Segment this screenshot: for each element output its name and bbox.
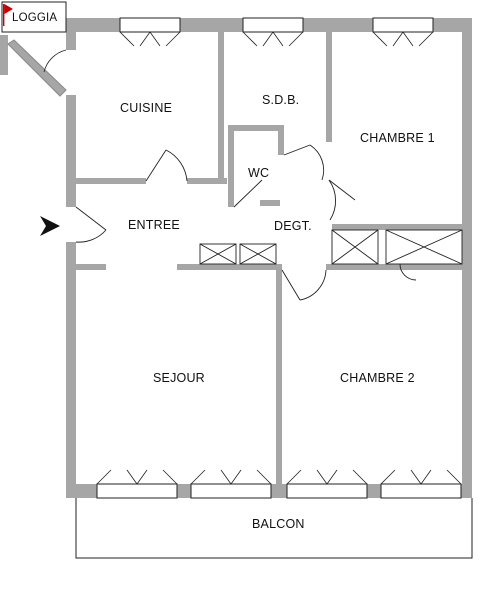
room-label-sdb: S.D.B.: [262, 93, 300, 107]
wc-walls: [228, 125, 284, 207]
entrance-arrow-icon: [40, 216, 60, 236]
window-sashes: [96, 31, 462, 485]
room-label-chambre1: CHAMBRE 1: [360, 131, 435, 145]
room-label-balcon: BALCON: [252, 517, 305, 531]
doors: [75, 144, 356, 301]
room-label-sejour: SEJOUR: [153, 371, 205, 385]
room-label-wc: WC: [248, 166, 270, 180]
flag-icon: [3, 4, 14, 26]
room-label-entree: ENTREE: [128, 218, 180, 232]
interior-walls: [76, 32, 462, 484]
closets: [199, 229, 463, 281]
windows: [96, 17, 462, 499]
room-label-cuisine: CUISINE: [120, 101, 173, 115]
loggia-outline: [1, 1, 67, 97]
room-label-degt: DEGT.: [274, 219, 312, 233]
room-label-loggia: LOGGIA: [12, 12, 58, 24]
room-label-chambre2: CHAMBRE 2: [340, 371, 415, 385]
balcon-outline: [75, 498, 473, 559]
